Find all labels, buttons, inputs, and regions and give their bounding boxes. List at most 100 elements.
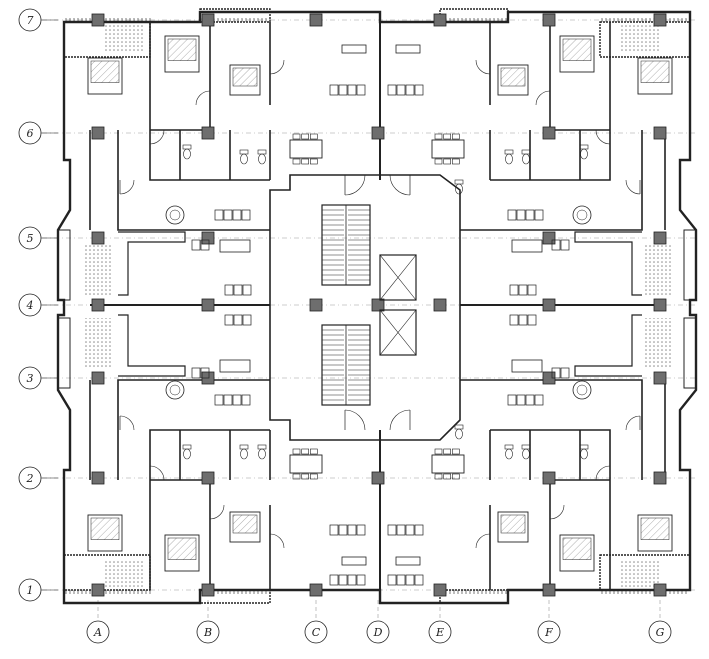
bay-window bbox=[57, 229, 71, 301]
structural-column bbox=[371, 471, 385, 485]
dining-table-icon bbox=[289, 448, 323, 480]
structural-column bbox=[653, 583, 667, 597]
bed-icon bbox=[229, 511, 261, 543]
structural-column bbox=[201, 231, 215, 245]
balcony-hatch bbox=[105, 560, 145, 588]
row-axis-label: 2 bbox=[26, 472, 34, 485]
structural-column bbox=[201, 13, 215, 27]
column-axis-bubble: C bbox=[304, 620, 328, 644]
furniture bbox=[87, 35, 673, 586]
toilet-icon bbox=[257, 444, 267, 460]
door-swing-icon bbox=[549, 504, 565, 520]
round-table-icon bbox=[165, 380, 185, 400]
sofa-icon bbox=[387, 524, 424, 536]
structural-column bbox=[91, 231, 105, 245]
structural-column bbox=[201, 471, 215, 485]
row-axis-bubble: 4 bbox=[18, 293, 58, 317]
structural-column bbox=[542, 298, 556, 312]
structural-column bbox=[433, 13, 447, 27]
column-axis-bubble: A bbox=[86, 620, 110, 644]
door-swing-icon bbox=[269, 533, 285, 549]
toilet-icon bbox=[239, 444, 249, 460]
coffee-table-icon bbox=[395, 556, 421, 566]
round-table-icon bbox=[165, 205, 185, 225]
row-axis-label: 3 bbox=[27, 372, 34, 385]
balcony-hatch bbox=[85, 245, 113, 295]
toilet-icon bbox=[579, 144, 589, 160]
structural-column bbox=[653, 471, 667, 485]
column-axis-bubble: E bbox=[428, 620, 452, 644]
toilet-icon bbox=[182, 144, 192, 160]
balconies bbox=[57, 8, 697, 604]
partitions-lr bbox=[460, 379, 666, 590]
sofa-icon bbox=[507, 394, 544, 406]
door-swing-icon bbox=[149, 129, 165, 145]
grid-axis-lines bbox=[42, 19, 698, 618]
bay-window bbox=[57, 317, 71, 389]
row-axis-label: 1 bbox=[27, 584, 34, 597]
balcony bbox=[199, 589, 271, 604]
door-swing-icon bbox=[595, 129, 611, 145]
row-axis-label: 4 bbox=[26, 299, 34, 312]
bed-icon bbox=[637, 57, 673, 95]
stair-icon bbox=[321, 204, 371, 286]
structural-column bbox=[542, 13, 556, 27]
dining-table-icon bbox=[289, 133, 323, 165]
column-axis-label: A bbox=[93, 626, 102, 639]
toilet-icon bbox=[579, 444, 589, 460]
balcony-hatch bbox=[620, 560, 660, 588]
balcony bbox=[199, 8, 271, 23]
bed-icon bbox=[164, 534, 200, 572]
sofa-icon bbox=[509, 314, 537, 326]
round-table-icon bbox=[572, 205, 592, 225]
row-axis-bubble: 7 bbox=[18, 8, 58, 32]
door-swing-icon bbox=[149, 465, 165, 481]
toilet-icon bbox=[521, 444, 531, 460]
door-swing-icon bbox=[119, 415, 135, 431]
row-axis-label: 7 bbox=[27, 14, 34, 27]
door-swing-icon bbox=[269, 59, 285, 75]
door-swing-icon bbox=[535, 90, 551, 106]
balcony-hatch bbox=[645, 318, 673, 368]
column-axis-label: E bbox=[435, 626, 444, 639]
toilet-icon bbox=[454, 424, 464, 440]
row-axis-label: 6 bbox=[27, 127, 34, 140]
structural-column bbox=[91, 298, 105, 312]
coffee-table-icon bbox=[511, 359, 543, 373]
column-axis-bubble: F bbox=[537, 620, 561, 644]
row-axis-bubble: 2 bbox=[18, 466, 58, 490]
structural-column bbox=[371, 126, 385, 140]
row-axis-bubble: 5 bbox=[18, 226, 58, 250]
structural-column bbox=[91, 126, 105, 140]
bed-icon bbox=[229, 64, 261, 96]
door-swing-icon bbox=[625, 415, 641, 431]
sofa-icon bbox=[191, 239, 210, 251]
toilet-icon bbox=[257, 149, 267, 165]
structural-column bbox=[653, 298, 667, 312]
structural-column bbox=[542, 231, 556, 245]
structural-column bbox=[91, 471, 105, 485]
structural-column bbox=[201, 126, 215, 140]
balcony-hatch bbox=[620, 25, 660, 53]
sofa-icon bbox=[551, 239, 570, 251]
column-axis-bubble: B bbox=[196, 620, 220, 644]
door-swings bbox=[119, 59, 641, 549]
row-axis-bubble: 1 bbox=[18, 578, 58, 602]
structural-column bbox=[542, 471, 556, 485]
sofa-icon bbox=[551, 367, 570, 379]
structural-column bbox=[433, 583, 447, 597]
structural-column bbox=[653, 231, 667, 245]
sofa-icon bbox=[507, 209, 544, 221]
structural-column bbox=[653, 126, 667, 140]
bed-icon bbox=[559, 534, 595, 572]
balcony-hatch bbox=[105, 25, 145, 53]
structural-column bbox=[91, 583, 105, 597]
sofa-icon bbox=[214, 209, 251, 221]
coffee-table-icon bbox=[395, 44, 421, 54]
sofa-icon bbox=[191, 367, 210, 379]
dining-table-icon bbox=[431, 448, 465, 480]
balcony bbox=[63, 554, 151, 591]
balcony bbox=[599, 21, 691, 58]
core-wall bbox=[269, 174, 461, 441]
